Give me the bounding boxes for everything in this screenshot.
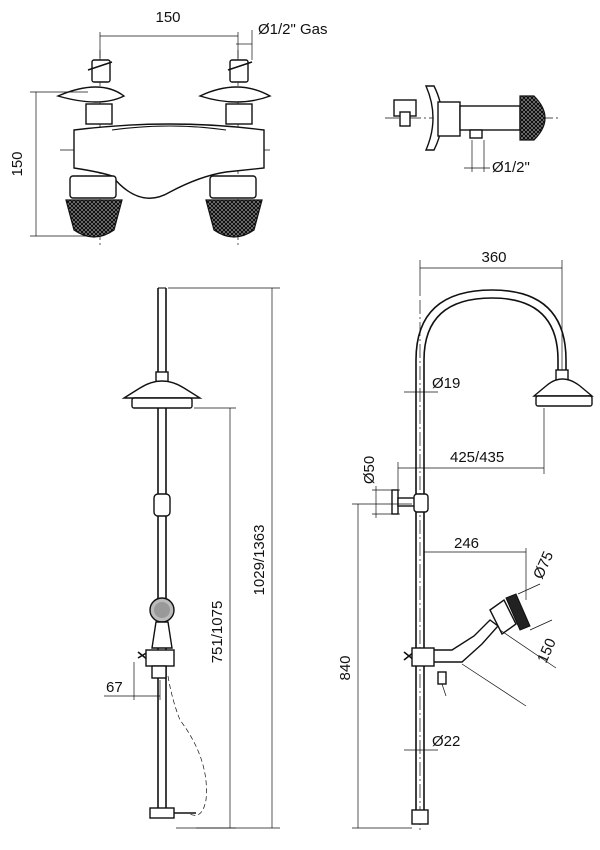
dim-hand-dia: Ø75 — [530, 549, 557, 582]
dim-reach: 425/435 — [450, 449, 504, 466]
mixer-side-view: Ø1/2" — [385, 85, 560, 176]
dim-left-head-height: 751/1075 — [209, 601, 226, 664]
dim-hand-reach: 246 — [454, 535, 479, 552]
dim-left-total: 1029/1363 — [251, 525, 268, 596]
dim-side-pipe: Ø1/2" — [492, 159, 530, 176]
dim-top-gas: Ø1/2" Gas — [258, 21, 328, 38]
column-side-view: 360 Ø19 Ø50 425/435 246 Ø75 150 Ø22 — [337, 249, 594, 830]
column-front-view: 1029/1363 751/1075 67 — [104, 287, 280, 829]
dim-top-height: 150 — [9, 151, 26, 176]
mixer-front-view: 150 Ø1/2" Gas 150 — [9, 9, 328, 245]
dim-bracket-dia: Ø50 — [361, 456, 378, 484]
dim-top-width: 150 — [155, 9, 180, 26]
dim-low-riser-dia: Ø22 — [432, 733, 460, 750]
dim-bracket-height: 840 — [337, 655, 354, 680]
dim-left-offset: 67 — [106, 679, 123, 696]
dim-riser-dia: Ø19 — [432, 375, 460, 392]
dim-hand-len: 150 — [534, 636, 560, 666]
dim-arc-width: 360 — [481, 249, 506, 266]
